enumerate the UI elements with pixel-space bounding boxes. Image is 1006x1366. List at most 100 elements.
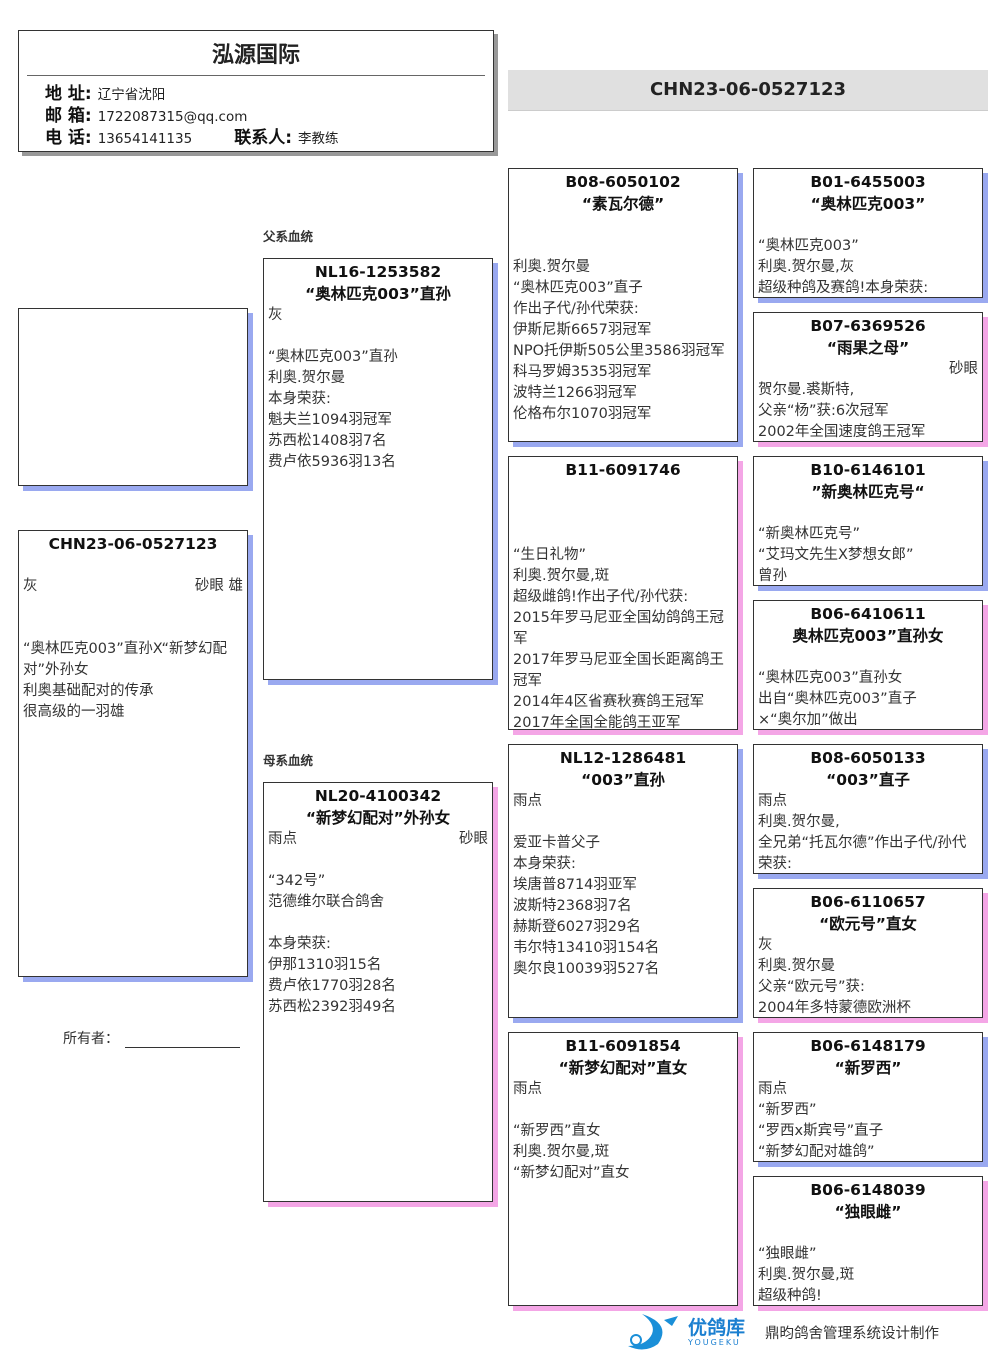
info-line: 父亲“杨”获:6次冠军 (758, 403, 889, 419)
info-line (23, 597, 243, 618)
pedigree-card-sss: B01-6455003“奥林匹克003”“奥林匹克003”利奥.贺尔曼,灰超级种… (753, 168, 983, 298)
phone-value: 13654141135 (97, 131, 193, 147)
email-label: 邮 箱: (45, 106, 92, 126)
pedigree-card-sds: B10-6146101”新奥林匹克号““新奥林匹克号”“艾玛文先生X梦想女郎”曾… (753, 456, 983, 586)
ring-number: B08-6050102 (565, 173, 681, 191)
loft-name: 泓源国际 (211, 43, 300, 68)
sire-line-label: 父系血统 (263, 229, 314, 244)
eye-sex-text: 砂眼 雄 (194, 578, 243, 594)
info-line: NPO托伊斯505公里3586羽冠军 (513, 343, 725, 359)
pigeon-name: ”新奥林匹克号“ (811, 483, 925, 501)
info-line (513, 236, 733, 257)
info-line (758, 503, 978, 524)
pedigree-card-dds: B06-6148179“新罗西”雨点“新罗西”“罗西x斯宾号”直子“新梦幻配对雄… (753, 1032, 983, 1162)
info-line (513, 215, 733, 236)
yougeku-logo-icon (628, 1314, 678, 1350)
info-line: “生日礼物” (513, 547, 587, 563)
color-text: 灰 (23, 578, 38, 594)
phone-row: 电 话: 13654141135 联系人: 李教练 (23, 128, 489, 150)
pigeon-name: “独眼雌” (834, 1203, 902, 1221)
info-line: “奥林匹克003”直孙女 (758, 670, 903, 686)
contact-value: 李教练 (298, 131, 339, 147)
info-line: “新罗西”直女 (513, 1123, 601, 1139)
info-line: “独眼雌” (758, 1246, 817, 1262)
pigeon-name: “欧元号”直女 (819, 915, 917, 933)
dam-line-label: 母系血统 (263, 753, 314, 768)
address-row: 地 址:辽宁省沈阳 (23, 84, 489, 106)
info-line (513, 812, 733, 833)
address-label: 地 址: (45, 84, 92, 104)
info-line: 利奥.贺尔曼,斑 (513, 568, 610, 584)
info-line: 费卢依5936羽13名 (268, 454, 396, 470)
info-line: 雨点 (513, 1081, 542, 1097)
brand-name-en: YOUGEKU (688, 1337, 741, 1347)
pigeon-name (513, 481, 733, 503)
info-line: “新罗西” (758, 1102, 817, 1118)
info-line: 科马罗姆3535羽冠军 (513, 364, 652, 380)
info-line: 伦格布尔1070羽冠军 (513, 406, 652, 422)
owner-field: 所有者： (63, 1028, 240, 1048)
info-line: 利奥.贺尔曼 (513, 259, 591, 275)
info-line: 奥尔良10039羽527名 (513, 961, 660, 977)
attribute-row: 砂眼 (758, 359, 978, 380)
owner-label: 所有者： (63, 1031, 119, 1047)
info-line (758, 647, 978, 668)
owner-blank (125, 1031, 240, 1048)
info-line: “342号” (268, 873, 326, 889)
info-line: 2004年多特蒙德欧洲杯 (758, 1000, 911, 1016)
pigeon-name: “新梦幻配对”直女 (558, 1059, 688, 1077)
info-line: 雨点 (758, 1081, 787, 1097)
pigeon-name: “奥林匹克003” (810, 195, 926, 213)
info-line: 雨点 (513, 793, 542, 809)
info-line: 利奥.贺尔曼 (758, 958, 836, 974)
info-line (23, 618, 243, 639)
info-line: 埃唐普8714羽亚军 (513, 877, 637, 893)
pigeon-name: “雨果之母” (826, 339, 910, 357)
pedigree-card-ddd: B06-6148039“独眼雌”“独眼雌”利奥.贺尔曼,斑超级种鸽! (753, 1176, 983, 1306)
info-line: 伊那1310羽15名 (268, 957, 382, 973)
ring-number: B10-6146101 (810, 461, 926, 479)
info-line: 2017年罗马尼亚全国长距离鸽王冠军 (513, 652, 724, 689)
pedigree-card-dam: NL20-4100342“新梦幻配对”外孙女雨点砂眼“342号”范德维尔联合鸽舍… (263, 782, 493, 1202)
ring-number: B11-6091854 (565, 1037, 681, 1055)
info-line (268, 913, 488, 934)
info-line: 范德维尔联合鸽舍 (268, 894, 384, 910)
ring-number: B11-6091746 (565, 461, 681, 479)
info-line: 作出子代/孙代荣获: (513, 301, 639, 317)
ring-number: CHN23-06-0527123 (48, 535, 218, 553)
pedigree-card-sd: B11-6091746“生日礼物”利奥.贺尔曼,斑超级雌鸽!作出子代/孙代获:2… (508, 456, 738, 730)
ring-number: B01-6455003 (810, 173, 926, 191)
ring-number: NL12-1286481 (559, 749, 687, 767)
contact-label: 联系人: (234, 128, 293, 148)
pedigree-card-ds: NL12-1286481“003”直孙雨点爱亚卡普父子本身荣获:埃唐普8714羽… (508, 744, 738, 1018)
pedigree-card-dsd: B06-6110657“欧元号”直女灰利奥.贺尔曼父亲“欧元号”获:2004年多… (753, 888, 983, 1018)
info-line: 出自“奥林匹克003”直子 (758, 691, 917, 707)
eye-sex-text: 砂眼 (949, 361, 978, 377)
pedigree-card-sire: NL16-1253582“奥林匹克003”直孙灰“奥林匹克003”直孙利奥.贺尔… (263, 258, 493, 680)
info-line: 贺尔曼.裘斯特, (758, 382, 855, 398)
info-line: “新奥林匹克号” (758, 526, 861, 542)
info-line: 利奥.贺尔曼,斑 (758, 1267, 855, 1283)
info-line (268, 326, 488, 347)
info-line: 波特兰1266羽冠军 (513, 385, 637, 401)
info-line: 苏西松2392羽49名 (268, 999, 396, 1015)
phone-label: 电 话: (45, 128, 92, 148)
loft-header: 泓源国际 地 址:辽宁省沈阳 邮 箱:1722087315@qq.com 电 话… (18, 30, 494, 152)
info-line: “奥林匹克003”直孙 (268, 349, 398, 365)
pedigree-card-dd: B11-6091854“新梦幻配对”直女雨点“新罗西”直女利奥.贺尔曼,斑“新梦… (508, 1032, 738, 1306)
info-line (758, 1223, 978, 1244)
info-line: 本身荣获: (513, 856, 576, 872)
brand-name: 优鸽库 (688, 1316, 746, 1339)
info-line: “艾玛文先生X梦想女郎” (758, 547, 914, 563)
info-line (513, 503, 733, 524)
info-line (513, 524, 733, 545)
credit-text: 鼎昀鸽舍管理系统设计制作 (765, 1325, 940, 1342)
info-line: “奥林匹克003” (758, 238, 859, 254)
ring-number: B06-6148039 (810, 1181, 926, 1199)
